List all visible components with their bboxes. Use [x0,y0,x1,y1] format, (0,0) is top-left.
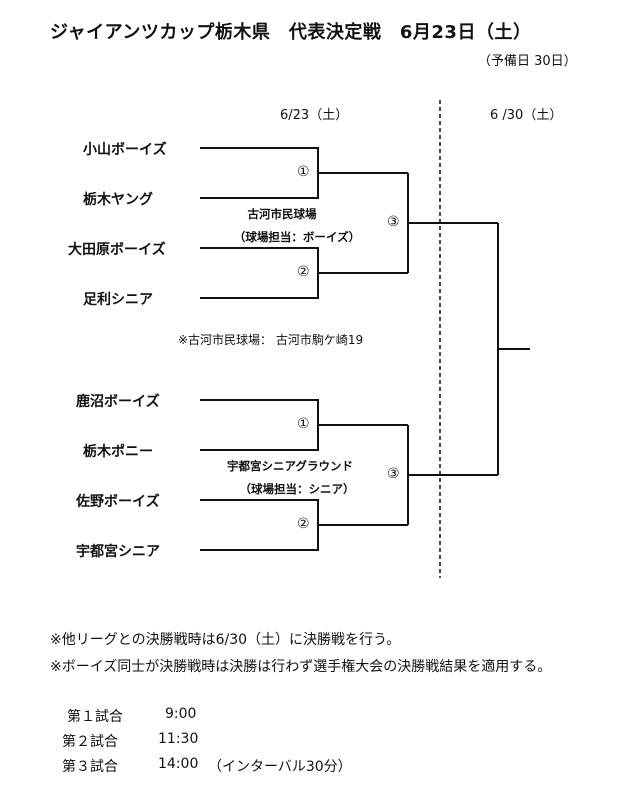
team: 宇都宮シニア [76,544,160,560]
schedule-extra: （インターバル30分） [208,759,352,775]
bracket-match-1b [200,399,408,451]
venue-name: 宇都宮シニアグラウンド [227,459,353,473]
page-title: ジャイアンツカップ栃木県 代表決定戦 6月23日（土） [50,22,532,43]
team: 鹿沼ボーイズ [76,394,160,410]
bracket-final [497,223,530,475]
team: 佐野ボーイズ [76,494,160,510]
note: ※他リーグとの決勝戦時は6/30（土）に決勝戦を行う。 [50,632,401,648]
bracket-match-3b [407,425,498,525]
team: 栃木ヤング [83,192,153,208]
schedule-time: 14:00 [158,756,199,772]
bracket-match-1a [200,147,408,199]
team: 大田原ボーイズ [68,242,166,258]
venue-name: 古河市民球場 [247,207,317,221]
round1-date: 6/23（土） [280,108,349,123]
team: 小山ボーイズ [83,142,167,158]
team: 足利シニア [83,292,153,308]
team: 栃木ポニー [83,444,153,460]
match-number: ③ [387,466,400,482]
note: ※ボーイズ同士が決勝戦時は決勝は行わず選手権大会の決勝戦結果を適用する。 [50,659,552,675]
schedule-label: 第２試合 [62,734,118,750]
schedule-label: 第１試合 [67,709,123,725]
reserve-day: （予備日 30日） [478,54,577,69]
venue-note: ※古河市民球場： 古河市駒ケ崎19 [178,333,364,347]
venue-host: （球場担当：シニア） [239,482,355,496]
match-number: ② [297,264,310,280]
match-number: ① [297,416,310,432]
venue-host: （球場担当：ボーイズ） [233,230,361,244]
match-number: ② [297,516,310,532]
match-number: ① [297,164,310,180]
final-date: 6 /30（土） [490,108,563,123]
schedule-time: 11:30 [158,731,199,747]
schedule-time: 9:00 [165,706,197,722]
match-number: ③ [387,214,400,230]
bracket-match-3a [407,173,498,273]
bracket-match-2a [200,247,408,299]
bracket-match-2b [200,499,408,551]
schedule-label: 第３試合 [62,759,118,775]
